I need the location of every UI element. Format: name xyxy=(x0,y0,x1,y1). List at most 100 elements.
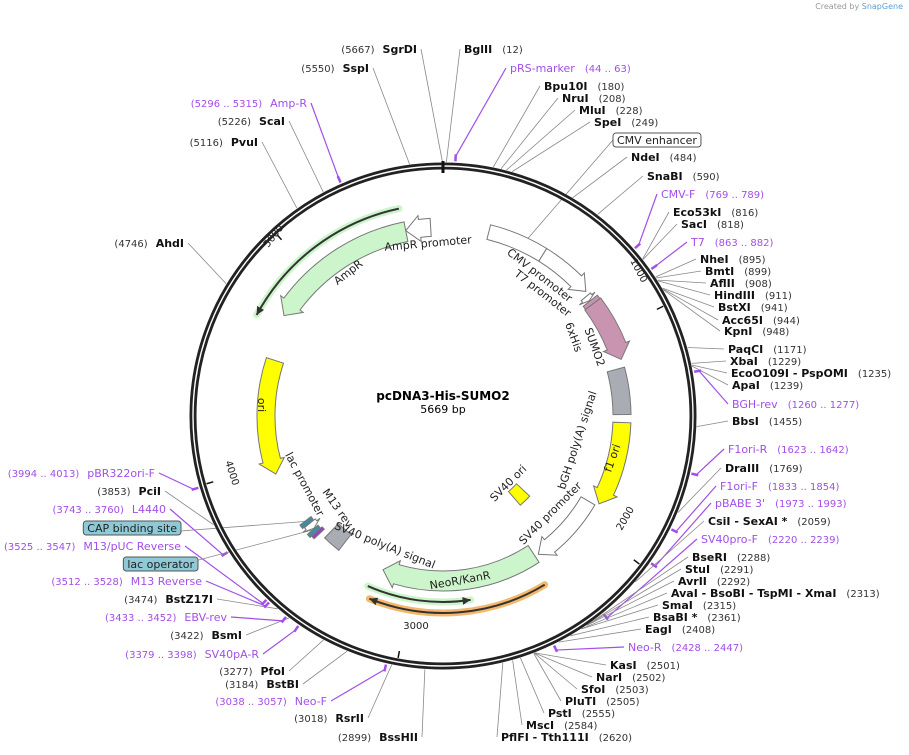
feature-ampr[interactable] xyxy=(280,221,409,317)
primer-f1ori-r[interactable]: F1ori-R(1623 .. 1642) xyxy=(728,443,849,456)
primer-cmv-f[interactable]: CMV-F(769 .. 789) xyxy=(661,188,764,201)
site-rsrii[interactable]: (3018)RsrII xyxy=(294,712,364,725)
site-kpni[interactable]: KpnI(948) xyxy=(724,325,789,338)
paren-close: ) xyxy=(636,697,640,708)
paren-close: ) xyxy=(732,601,736,612)
feature-lac-operator[interactable] xyxy=(306,524,322,539)
site-ecoo109i-pspomi[interactable]: EcoO109I - PspOMI(1235) xyxy=(731,367,891,380)
site-pfoi[interactable]: (3277)PfoI xyxy=(219,665,285,678)
feature-cmv-promoter[interactable] xyxy=(538,247,587,292)
site-bseri[interactable]: BseRI(2288) xyxy=(692,551,770,564)
feature-f1-ori[interactable] xyxy=(592,421,632,505)
site-pluti[interactable]: PluTI(2505) xyxy=(565,695,640,708)
feature-sv40-promoter[interactable] xyxy=(537,496,596,556)
site-leader-line xyxy=(216,598,278,610)
primer-prs-marker[interactable]: pRS-marker(44 .. 63) xyxy=(510,62,631,75)
primer-neo-f[interactable]: (3038 .. 3057)Neo-F xyxy=(215,695,327,708)
primer-sv40pro-f[interactable]: SV40pro-F(2220 .. 2239) xyxy=(701,533,840,546)
site-bstz17i[interactable]: (3474)BstZ17I xyxy=(124,593,213,606)
feature-callout-cap-binding-site[interactable]: CAP binding site xyxy=(82,520,182,536)
site-bstbi[interactable]: (3184)BstBI xyxy=(225,678,299,691)
feature-bgh-poly-a-signal[interactable] xyxy=(606,366,632,416)
primer-pbabe-3[interactable]: pBABE 3'(1973 .. 1993) xyxy=(715,497,847,510)
site-paqci[interactable]: PaqCI(1171) xyxy=(728,343,807,356)
feature-ori[interactable] xyxy=(256,356,286,475)
site-position: (944) xyxy=(773,316,800,327)
site-bbsi[interactable]: BbsI(1455) xyxy=(732,415,802,428)
site-pflfi-tth111i[interactable]: PflFI - Tth111I(2620) xyxy=(501,731,632,744)
site-aflii[interactable]: AflII(908) xyxy=(710,277,772,290)
site-sgrdi[interactable]: (5667)SgrDI xyxy=(341,43,417,56)
site-bsshii[interactable]: (2899)BssHII xyxy=(338,731,418,744)
site-eagi[interactable]: EagI(2408) xyxy=(645,623,715,636)
neor-orf-line[interactable] xyxy=(367,585,471,603)
feature-sv40-poly-a-signal[interactable] xyxy=(323,522,352,552)
site-apai[interactable]: ApaI(1239) xyxy=(732,379,803,392)
primer-neo-r[interactable]: Neo-R(2428 .. 2447) xyxy=(628,641,743,654)
site-mlui[interactable]: MluI(228) xyxy=(579,104,643,117)
site-spei[interactable]: SpeI(249) xyxy=(594,116,658,129)
primer-ebv-rev[interactable]: (3433 .. 3452)EBV-rev xyxy=(105,611,227,624)
site-nrui[interactable]: NruI(208) xyxy=(562,92,626,105)
site-bsabi[interactable]: BsaBI *(2361) xyxy=(653,611,741,624)
primer-sv40pa-r[interactable]: (3379 .. 3398)SV40pA-R xyxy=(125,648,259,661)
snapgene-brand: SnapGene xyxy=(861,2,903,11)
site-ndei[interactable]: NdeI(484) xyxy=(631,151,697,164)
feature-sumo2[interactable] xyxy=(584,297,631,361)
site-nari[interactable]: NarI(2502) xyxy=(596,671,666,684)
primer-m13-puc-reverse[interactable]: (3525 .. 3547)M13/pUC Reverse xyxy=(4,540,181,553)
site-scai[interactable]: (5226)ScaI xyxy=(218,115,285,128)
site-stui[interactable]: StuI(2291) xyxy=(685,563,753,576)
primer-f1ori-f[interactable]: F1ori-F(1833 .. 1854) xyxy=(720,480,839,493)
feature-lac-promoter[interactable] xyxy=(302,517,321,533)
site-kasi[interactable]: KasI(2501) xyxy=(610,659,680,672)
site-acc65i[interactable]: Acc65I(944) xyxy=(722,314,800,327)
paren-close: ) xyxy=(843,499,847,510)
feature-callout-lac-operator[interactable]: lac operator xyxy=(122,556,199,572)
primer-bgh-rev[interactable]: BGH-rev(1260 .. 1277) xyxy=(732,398,859,411)
site-draiii[interactable]: DraIII(1769) xyxy=(725,462,803,475)
feature-callout-cmv-enhancer[interactable]: CMV enhancer xyxy=(612,132,702,148)
site-csii-sexai[interactable]: CsiI - SexAI *(2059) xyxy=(708,515,831,528)
site-avrii[interactable]: AvrII(2292) xyxy=(678,575,750,588)
ampr-orf-line[interactable] xyxy=(255,207,400,316)
site-msci[interactable]: MscI(2584) xyxy=(526,719,597,732)
site-bsmi[interactable]: (3422)BsmI xyxy=(170,629,242,642)
site-sspi[interactable]: (5550)SspI xyxy=(301,62,369,75)
primer-l4440[interactable]: (3743 .. 3760)L4440 xyxy=(52,503,166,516)
site-xbai[interactable]: XbaI(1229) xyxy=(730,355,801,368)
site-bglii[interactable]: BglII(12) xyxy=(464,43,523,56)
orange-orf-line[interactable] xyxy=(369,583,546,614)
site-leader-line xyxy=(691,360,727,364)
primer-t7[interactable]: T7(863 .. 882) xyxy=(690,236,774,249)
site-smai[interactable]: SmaI(2315) xyxy=(662,599,736,612)
site-bpu10i[interactable]: Bpu10I(180) xyxy=(544,80,625,93)
site-ahdi[interactable]: (4746)AhdI xyxy=(114,237,184,250)
primer-m13-reverse[interactable]: (3512 .. 3528)M13 Reverse xyxy=(51,575,202,588)
primer-mark xyxy=(293,625,300,633)
paren-close: ) xyxy=(331,64,335,75)
feature-sv40-ori[interactable] xyxy=(507,483,531,506)
site-snabi[interactable]: SnaBI(590) xyxy=(647,170,720,183)
site-name: Bpu10I xyxy=(544,80,588,93)
site-eco53ki[interactable]: Eco53kI(816) xyxy=(673,206,758,219)
site-psti[interactable]: PstI(2555) xyxy=(548,707,615,720)
site-leader-line xyxy=(534,652,607,666)
site-hindiii[interactable]: HindIII(911) xyxy=(714,289,792,302)
site-avai-bsobi-tspmi-xmai[interactable]: AvaI - BsoBI - TspMI - XmaI(2313) xyxy=(671,587,880,600)
feature-m13-rev[interactable] xyxy=(311,526,326,540)
primer-amp-r[interactable]: (5296 .. 5315)Amp-R xyxy=(191,97,308,110)
site-pcii[interactable]: (3853)PciI xyxy=(97,485,161,498)
site-bstxi[interactable]: BstXI(941) xyxy=(718,301,788,314)
feature-ampr-promoter[interactable] xyxy=(404,214,432,243)
feature-t7-promoter[interactable] xyxy=(579,291,596,306)
primer-pbr322ori-f[interactable]: (3994 .. 4013)pBR322ori-F xyxy=(8,467,155,480)
site-sfoi[interactable]: SfoI(2503) xyxy=(581,683,649,696)
site-pvui[interactable]: (5116)PvuI xyxy=(190,136,258,149)
feature-cap-binding-site[interactable] xyxy=(299,515,315,530)
site-bmti[interactable]: BmtI(899) xyxy=(705,265,771,278)
site-leader-line xyxy=(656,270,702,279)
site-saci[interactable]: SacI(818) xyxy=(681,218,744,231)
site-nhei[interactable]: NheI(895) xyxy=(700,253,766,266)
feature-neor-kanr[interactable] xyxy=(382,544,540,592)
